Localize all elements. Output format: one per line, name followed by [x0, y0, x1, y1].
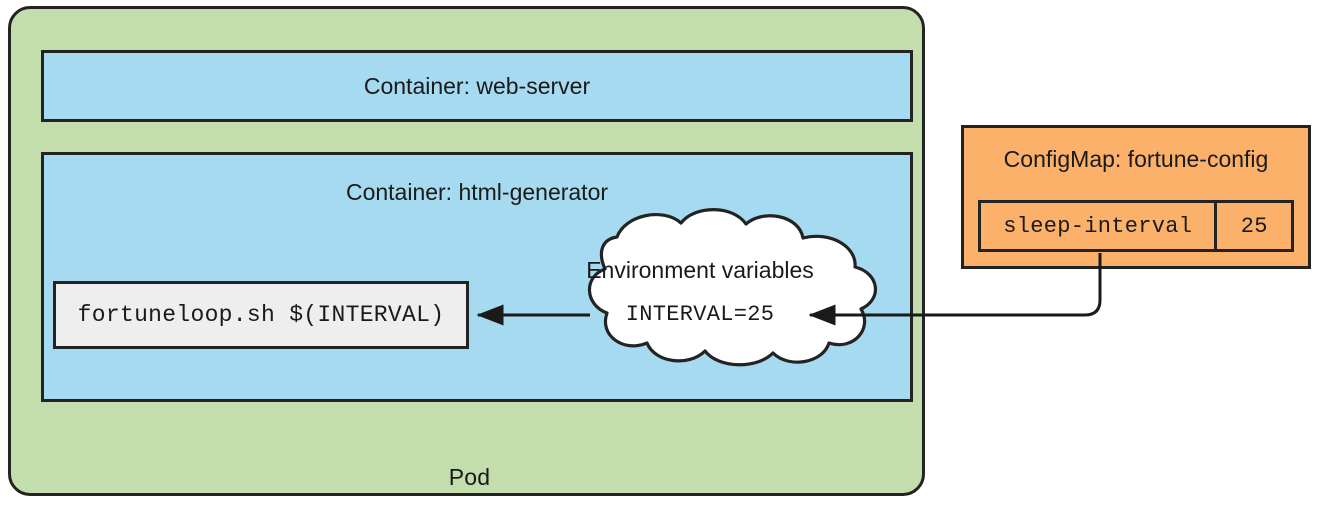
container-html-generator: Container: html-generator	[41, 152, 913, 402]
configmap-entry-table: sleep-interval 25	[978, 200, 1294, 252]
configmap-title: ConfigMap: fortune-config	[1003, 146, 1269, 172]
cloud-variable: INTERVAL=25	[625, 302, 775, 327]
cloud-title: Environment variables	[586, 257, 814, 283]
cloud-shape-icon	[587, 208, 878, 367]
configmap-entry-value: 25	[1214, 203, 1291, 249]
container-web-server-title: Container: web-server	[363, 73, 591, 99]
pod-label: Pod	[448, 464, 491, 490]
container-web-server: Container: web-server	[41, 50, 913, 122]
environment-variables-cloud: Environment variables INTERVAL=25	[505, 203, 895, 371]
configmap-box: ConfigMap: fortune-config sleep-interval…	[961, 125, 1311, 269]
container-html-generator-title: Container: html-generator	[345, 179, 609, 205]
configmap-entry-key: sleep-interval	[1003, 213, 1193, 239]
script-command-box: fortuneloop.sh $(INTERVAL)	[53, 281, 469, 349]
